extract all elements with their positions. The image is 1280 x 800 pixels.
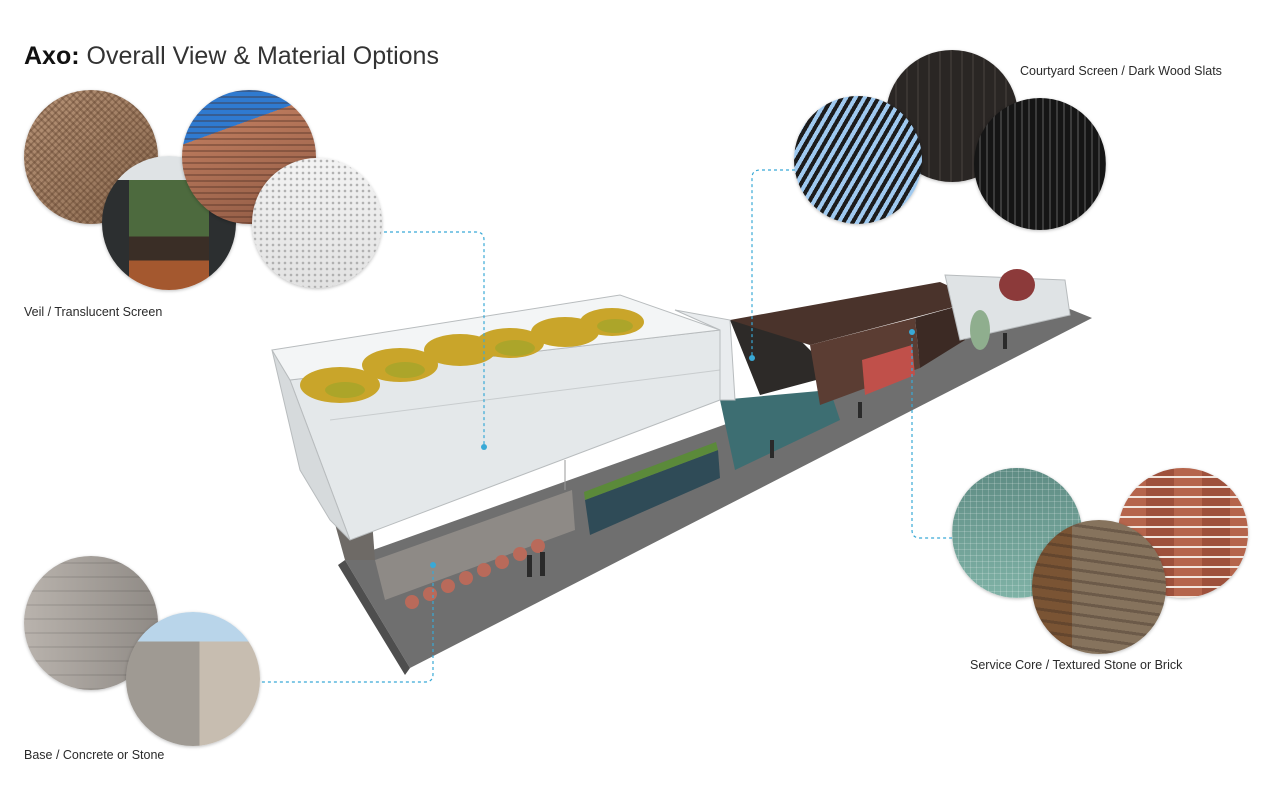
base-caption: Base / Concrete or Stone — [24, 748, 165, 762]
service-caption: Service Core / Textured Stone or Brick — [970, 658, 1183, 672]
courtyard-swatch-slat-canopy — [794, 96, 922, 224]
courtyard-canopy — [730, 320, 835, 395]
service-leader — [911, 332, 952, 539]
veil-leader — [384, 231, 485, 447]
veil-swatch-white-perforated — [252, 158, 382, 288]
base-planters — [405, 539, 545, 609]
service-core-top — [730, 282, 980, 345]
green-planter-row — [585, 450, 720, 535]
service-swatch-textured-stone — [1032, 520, 1166, 654]
courtyard-swatch-wood-courtyard — [974, 98, 1106, 230]
base-leader — [260, 565, 434, 683]
base-wall — [375, 490, 575, 600]
title-rest: Overall View & Material Options — [79, 42, 439, 70]
courtyard-floor — [720, 390, 840, 470]
base-swatch-concrete-building — [126, 612, 260, 746]
veil-caption: Veil / Translucent Screen — [24, 305, 163, 319]
diagram-title: Axo: Overall View & Material Options — [24, 42, 439, 71]
title-prefix: Axo: — [24, 42, 80, 70]
street-ground — [345, 305, 1092, 668]
people-figures — [527, 333, 1007, 577]
leader-lines — [260, 169, 952, 683]
courtyard-caption: Courtyard Screen / Dark Wood Slats — [1020, 64, 1222, 78]
leader-dots — [430, 329, 915, 568]
